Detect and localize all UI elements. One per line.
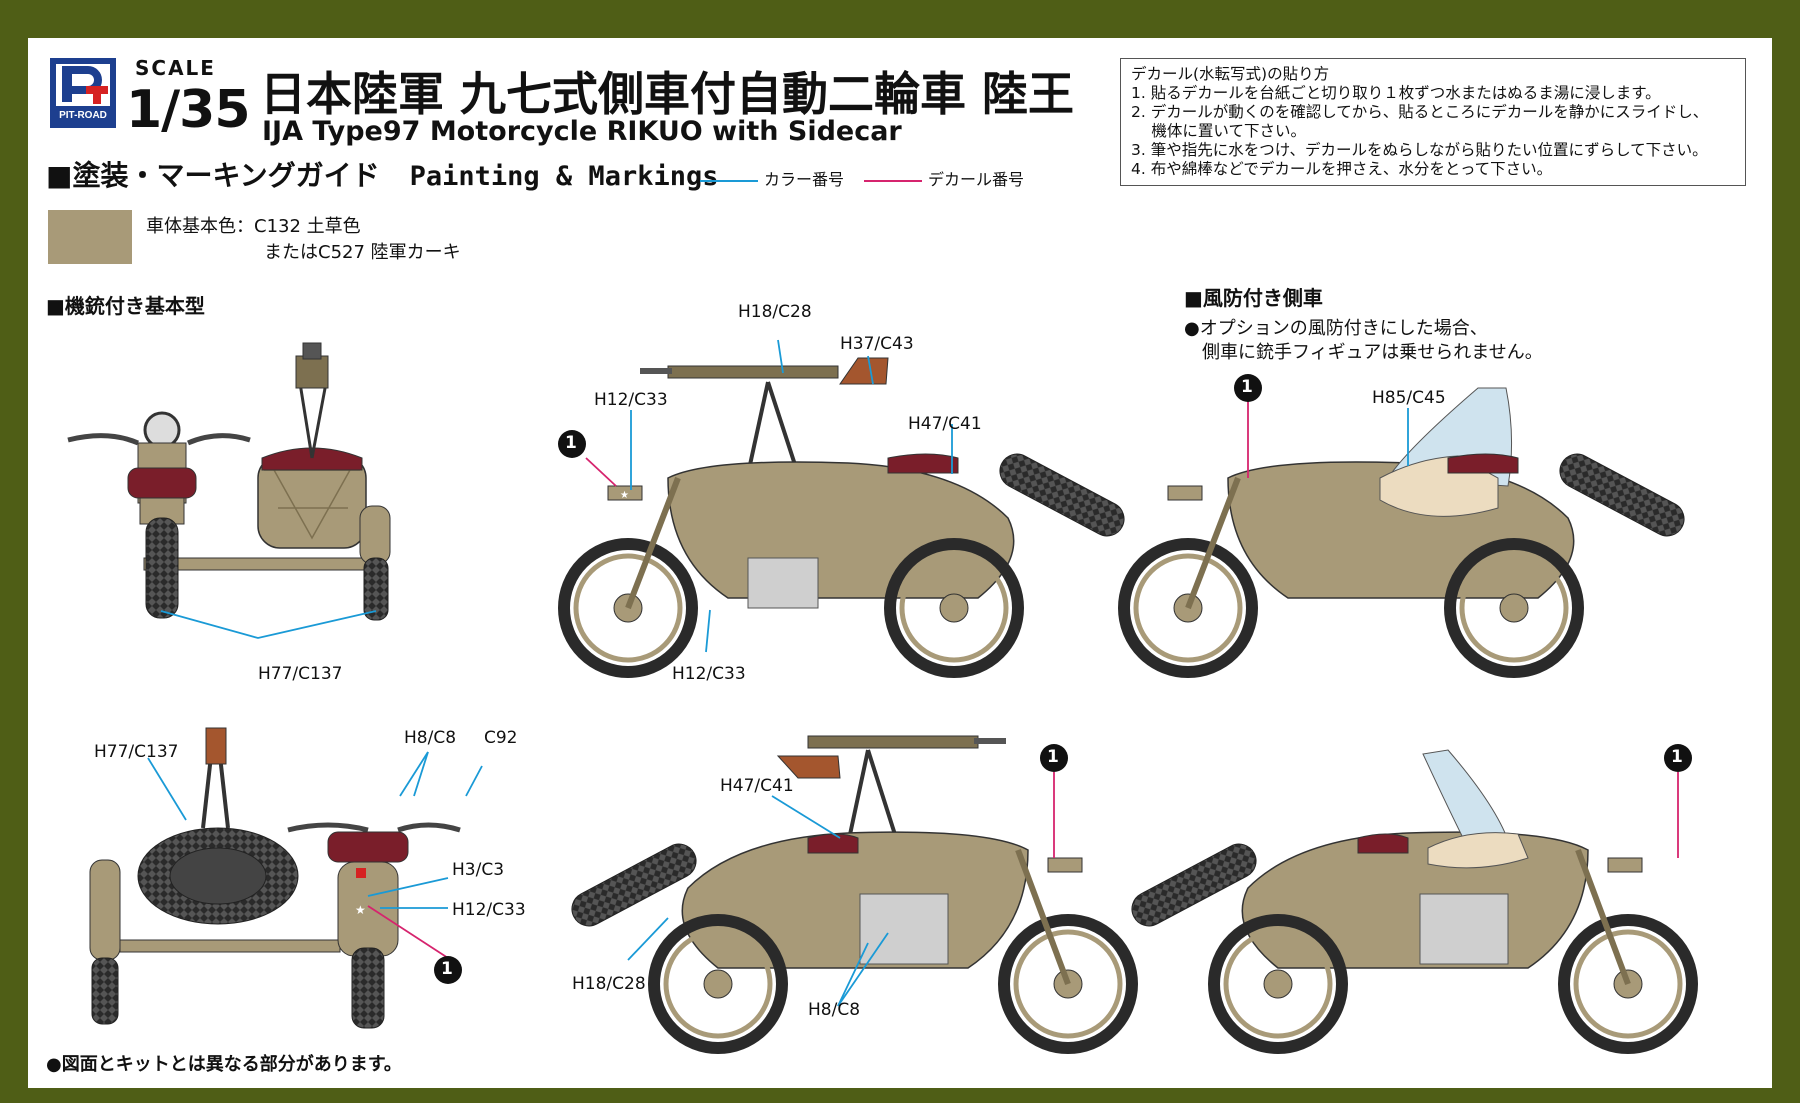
title-english: IJA Type97 Motorcycle RIKUO with Sidecar [262, 116, 902, 147]
pit-road-logo: PIT-ROAD [50, 58, 116, 128]
callout-label: H77/C137 [258, 664, 343, 684]
callout-label: H47/C41 [908, 414, 982, 434]
callout-label: H18/C28 [572, 974, 646, 994]
base-color-swatch [48, 210, 132, 264]
section-heading-jp: ■塗装・マーキングガイド [46, 159, 380, 192]
callout-label: H47/C41 [720, 776, 794, 796]
decal-number: 1 [565, 433, 577, 453]
variant-windshield-heading: ■風防付き側車 [1184, 286, 1323, 310]
scale-word: SCALE [135, 56, 216, 80]
svg-text:★: ★ [355, 903, 366, 917]
variant-mg-heading: ■機銃付き基本型 [46, 294, 205, 318]
decal-instructions-box: デカール(水転写式)の貼り方 1. 貼るデカールを台紙ごと切り取り１枚ずつ水また… [1120, 58, 1746, 186]
windshield-note-2: 側車に銃手フィギュアは乗せられません。 [1184, 342, 1543, 363]
decal-number: 1 [1047, 747, 1059, 767]
callout-label: H18/C28 [738, 302, 812, 322]
section-heading: ■塗装・マーキングガイド Painting & Markings [46, 154, 718, 194]
legend-color-label: カラー番号 [764, 170, 845, 189]
title-japanese: 日本陸軍 九七式側車付自動二輪車 陸王 [260, 67, 1075, 121]
decal-leader-lines [367, 400, 1679, 959]
illustrations: ★ [67, 339, 1698, 1054]
side-view-windshield-right [1118, 387, 1685, 678]
footer-note: ●図面とキットとは異なる部分があります。 [46, 1054, 402, 1075]
svg-text:★: ★ [620, 490, 629, 501]
side-view-mg-right: ★ [558, 357, 1125, 678]
callout-label: H77/C137 [94, 742, 179, 762]
section-heading-en: Painting & Markings [409, 161, 719, 192]
legend-color-line [700, 179, 758, 182]
base-color-line1: 車体基本色：C132 土草色 [146, 216, 361, 237]
callout-label: H3/C3 [452, 860, 505, 880]
callout-label: H12/C33 [594, 390, 668, 410]
legend-decal-label: デカール番号 [928, 170, 1025, 189]
callout-label: H37/C43 [840, 334, 914, 354]
instruction-step: 1. 貼るデカールを台紙ごと切り取り１枚ずつ水またはぬるま湯に浸します。 [1131, 84, 1661, 102]
legend-color: カラー番号 [700, 166, 844, 190]
rear-view-mg: ★ [89, 727, 461, 1029]
side-view-mg-left [571, 735, 1138, 1054]
instructions-title: デカール(水転写式)の貼り方 [1131, 65, 1330, 83]
front-view-mg [67, 342, 391, 621]
base-color-line2: またはC527 陸軍カーキ [264, 242, 461, 263]
scale-value: 1/35 [126, 80, 251, 140]
side-view-windshield-left [1131, 749, 1698, 1054]
instruction-sheet: PIT-ROAD SCALE 1/35 日本陸軍 九七式側車付自動二輪車 陸王 … [28, 38, 1772, 1088]
color-leader-lines [147, 339, 1409, 1007]
callout-label: H85/C45 [1372, 388, 1446, 408]
callout-label: H8/C8 [808, 1000, 861, 1020]
legend-decal-line [864, 179, 922, 182]
callout-label: H12/C33 [452, 900, 526, 920]
decal-number-markers [434, 374, 1692, 984]
callout-label: H12/C33 [672, 664, 746, 684]
decal-number: 1 [1671, 747, 1683, 767]
instruction-step: 4. 布や綿棒などでデカールを押さえ、水分をとって下さい。 [1131, 160, 1553, 178]
logo-text: PIT-ROAD [59, 110, 107, 121]
windshield-note-1: ●オプションの風防付きにした場合、 [1184, 318, 1488, 339]
decal-number: 1 [441, 959, 453, 979]
callout-label: H8/C8 [404, 728, 457, 748]
legend-decal: デカール番号 [864, 166, 1024, 190]
instruction-step: 3. 筆や指先に水をつけ、デカールをぬらしながら貼りたい位置にずらして下さい。 [1131, 141, 1708, 159]
decal-number: 1 [1241, 377, 1253, 397]
instruction-step: 機体に置いて下さい。 [1131, 122, 1306, 140]
instruction-step: 2. デカールが動くのを確認してから、貼るところにデカールを静かにスライドし、 [1131, 103, 1709, 121]
base-color-text: 車体基本色：C132 土草色 またはC527 陸軍カーキ [146, 214, 461, 266]
callout-label: C92 [484, 728, 518, 748]
